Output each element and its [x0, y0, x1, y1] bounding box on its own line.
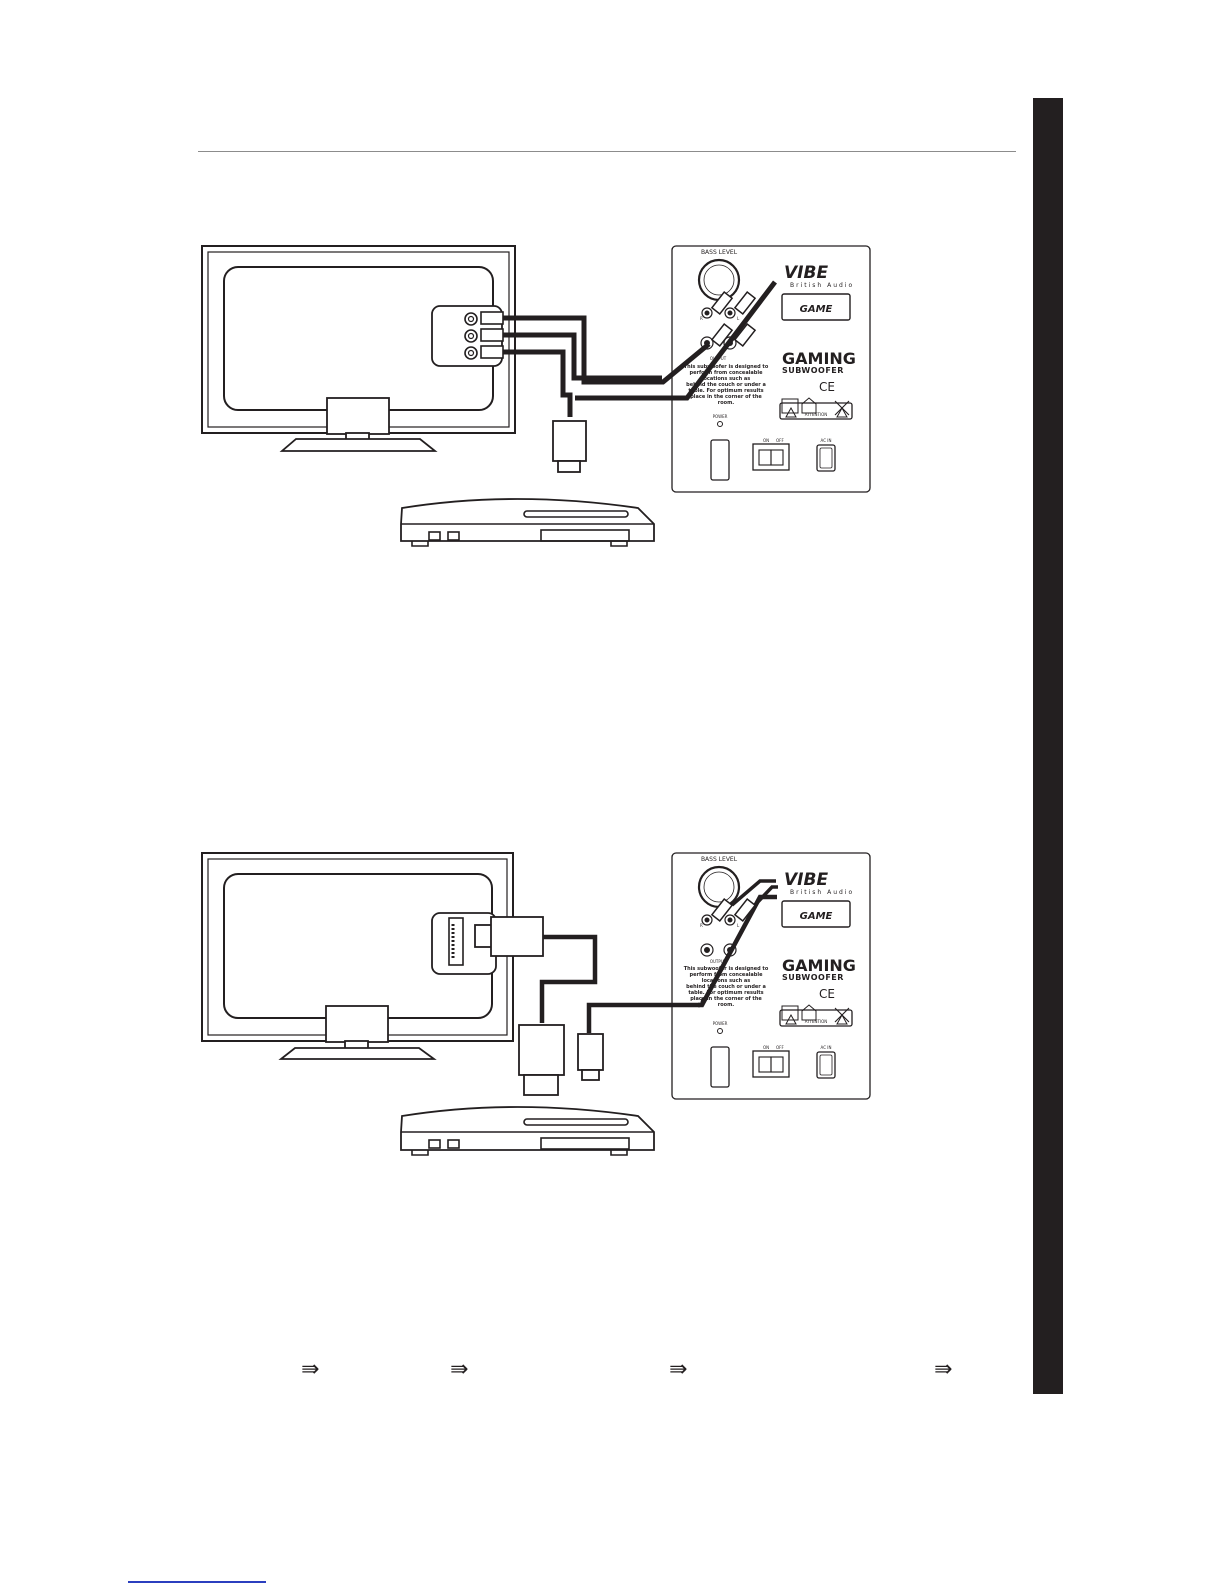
power-label: POWER	[713, 1021, 728, 1026]
product-title: GAMING	[782, 349, 856, 368]
footer-link-underline[interactable]	[128, 1581, 266, 1583]
ac-in-label: AC IN	[821, 438, 832, 443]
input-r-label: R	[700, 316, 703, 321]
product-title: GAMING	[782, 956, 856, 975]
switch-on-label: ON	[763, 1045, 769, 1050]
svg-text:This subwoofer is designed to: This subwoofer is designed to	[684, 966, 769, 972]
placement-note: This subwoofer is designed to perform fr…	[684, 364, 769, 406]
ce-mark: CE	[819, 987, 835, 1001]
svg-text:room.: room.	[718, 400, 735, 406]
brand-subtitle: British Audio	[790, 282, 854, 289]
svg-text:behind the couch or under a: behind the couch or under a	[686, 382, 766, 388]
svg-text:locations such as: locations such as	[702, 978, 750, 984]
tv-icon	[201, 852, 514, 1060]
figure-2-hdmi-connection: BASS LEVEL VIBE British Audio GAME R L O…	[201, 851, 872, 1156]
section-side-tab	[1033, 98, 1063, 1394]
hdmi-plug-icon	[577, 1033, 604, 1081]
svg-text:room.: room.	[718, 1002, 735, 1008]
arrow-icon: ⇛	[669, 1357, 688, 1382]
bass-level-label: BASS LEVEL	[701, 856, 738, 863]
brand-logo: VIBE	[784, 870, 828, 890]
tv-icon	[201, 245, 516, 452]
product-subtitle: SUBWOOFER	[782, 973, 844, 982]
output-label: OUTPUT	[710, 356, 727, 361]
rca-plug-icon	[480, 311, 504, 359]
subwoofer-panel: BASS LEVEL VIBE British Audio GAME R L O…	[670, 851, 872, 1101]
output-label: OUTPUT	[710, 959, 727, 964]
cable-path	[503, 280, 777, 417]
svg-text:place in the corner of the: place in the corner of the	[690, 394, 762, 400]
brand-subtitle: British Audio	[790, 889, 854, 896]
product-subtitle: SUBWOOFER	[782, 366, 844, 375]
input-l-label: L	[737, 316, 740, 321]
figure-1-analog-connection: BASS LEVEL VIBE British Audio GAME R L O…	[201, 244, 872, 547]
console-icon	[400, 498, 655, 547]
svg-text:table. For optimum results: table. For optimum results	[688, 990, 763, 996]
svg-text:table. For optimum results: table. For optimum results	[688, 388, 763, 394]
game-badge: GAME	[800, 304, 833, 315]
input-l-label: L	[737, 923, 740, 928]
placement-note: This subwoofer is designed to perform fr…	[684, 966, 769, 1008]
switch-off-label: OFF	[776, 1045, 784, 1050]
subwoofer-panel: BASS LEVEL VIBE British Audio GAME R L O…	[670, 244, 872, 494]
console-icon	[400, 1106, 655, 1156]
svg-text:perform from concealable: perform from concealable	[690, 972, 764, 978]
power-label: POWER	[713, 414, 728, 419]
brand-logo: VIBE	[784, 263, 828, 283]
ac-in-label: AC IN	[821, 1045, 832, 1050]
ce-mark: CE	[819, 380, 835, 394]
arrow-icon: ⇛	[301, 1357, 320, 1382]
arrow-icon: ⇛	[934, 1357, 953, 1382]
svg-text:behind the couch or under a: behind the couch or under a	[686, 984, 766, 990]
svg-text:perform from concealable: perform from concealable	[690, 370, 764, 376]
bass-level-label: BASS LEVEL	[701, 249, 738, 256]
svg-text:locations such as: locations such as	[702, 376, 750, 382]
switch-on-label: ON	[763, 438, 769, 443]
switch-off-label: OFF	[776, 438, 784, 443]
hdmi-plug-icon	[474, 916, 544, 957]
header-rule	[198, 151, 1016, 152]
arrow-icon: ⇛	[450, 1357, 469, 1382]
warning-label: ATTENTION	[805, 1019, 828, 1024]
input-r-label: R	[700, 923, 703, 928]
hdmi-port-icon	[448, 917, 464, 966]
svg-text:This subwoofer is designed to: This subwoofer is designed to	[684, 364, 769, 370]
warning-label: ATTENTION	[805, 412, 828, 417]
hdmi-plug-icon	[552, 420, 587, 473]
svg-text:place in the corner of the: place in the corner of the	[690, 996, 762, 1002]
game-badge: GAME	[800, 911, 833, 922]
hdmi-plug-icon	[518, 1024, 565, 1096]
